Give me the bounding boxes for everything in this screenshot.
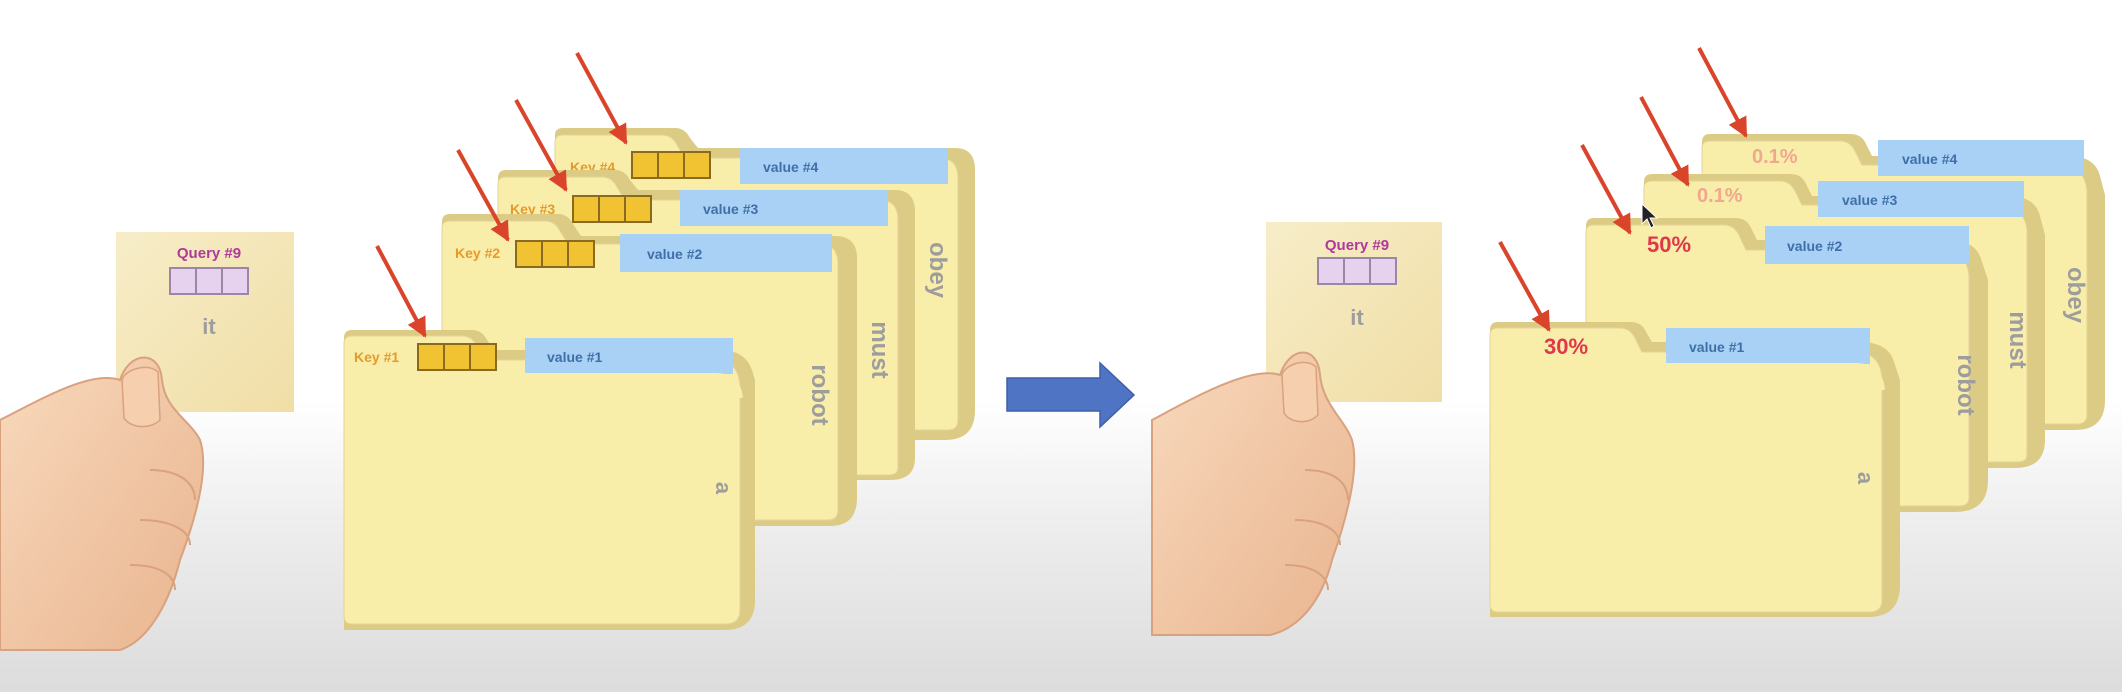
key-label-1: Key #1 (354, 349, 399, 365)
value-box-4 (1878, 140, 2084, 176)
word-label-3: must (866, 321, 893, 378)
word-label-3: must (2004, 311, 2031, 368)
arrow-icon (1639, 96, 1690, 187)
key-label-2: Key #2 (455, 245, 500, 261)
query-vector-box (169, 267, 249, 295)
value-box-4 (740, 148, 948, 184)
weight-label-4: 0.1% (1752, 146, 1798, 168)
arrow-icon (1697, 47, 1748, 138)
folder-1: value #1 Key #1 a (343, 330, 755, 630)
key-label-3: Key #3 (510, 201, 555, 217)
key-vector-2 (515, 240, 595, 268)
weight-label-3: 0.1% (1697, 185, 1743, 207)
value-label-1: value #1 (1689, 339, 1744, 355)
key-vector-4 (631, 151, 711, 179)
value-label-4: value #4 (1902, 151, 1957, 167)
arrow-icon (1580, 144, 1632, 235)
key-vector-1 (417, 343, 497, 371)
right-pointer-arrows (1498, 47, 1748, 332)
value-box-3 (1818, 181, 2024, 217)
word-label-2: robot (806, 364, 833, 425)
value-label-4: value #4 (763, 159, 818, 175)
query-vector-box (1317, 257, 1397, 285)
value-box-1 (1666, 328, 1870, 364)
mouse-cursor-icon (1641, 202, 1659, 229)
arrow-icon (575, 52, 628, 145)
arrow-icon (375, 245, 427, 338)
arrow-icon (456, 149, 510, 242)
query-word: it (202, 314, 216, 339)
value-box-1 (525, 338, 733, 374)
value-box-3 (680, 190, 888, 226)
left-panel: Query #9 it value #4 Key #4 obey (0, 52, 975, 651)
query-title: Query #9 (1325, 237, 1389, 254)
word-label-4: obey (924, 242, 951, 299)
arrow-icon (514, 99, 568, 192)
value-box-2 (620, 234, 832, 272)
hand-icon (0, 356, 205, 651)
word-label-2: robot (1952, 354, 1979, 415)
weight-label-1: 30% (1544, 334, 1588, 359)
value-label-3: value #3 (703, 201, 758, 217)
value-label-2: value #2 (647, 246, 702, 262)
left-pointer-arrows (375, 52, 628, 338)
value-label-2: value #2 (1787, 238, 1842, 254)
arrow-icon (1498, 241, 1551, 332)
key-vector-3 (572, 195, 652, 223)
word-label-1: a (1853, 472, 1878, 485)
transform-arrow-icon (1006, 361, 1136, 429)
right-panel: Query #9 it value #4 0.1% obey (1151, 47, 2105, 636)
value-box-2 (1765, 226, 1969, 264)
value-label-1: value #1 (547, 349, 602, 365)
query-word: it (1350, 305, 1364, 330)
hand-icon (1151, 351, 1356, 636)
weight-label-2: 50% (1647, 232, 1691, 257)
value-label-3: value #3 (1842, 192, 1897, 208)
word-label-4: obey (2062, 267, 2089, 324)
weighted-folder-1: value #1 30% a (1489, 322, 1900, 617)
query-title: Query #9 (177, 245, 241, 262)
word-label-1: a (711, 482, 736, 495)
